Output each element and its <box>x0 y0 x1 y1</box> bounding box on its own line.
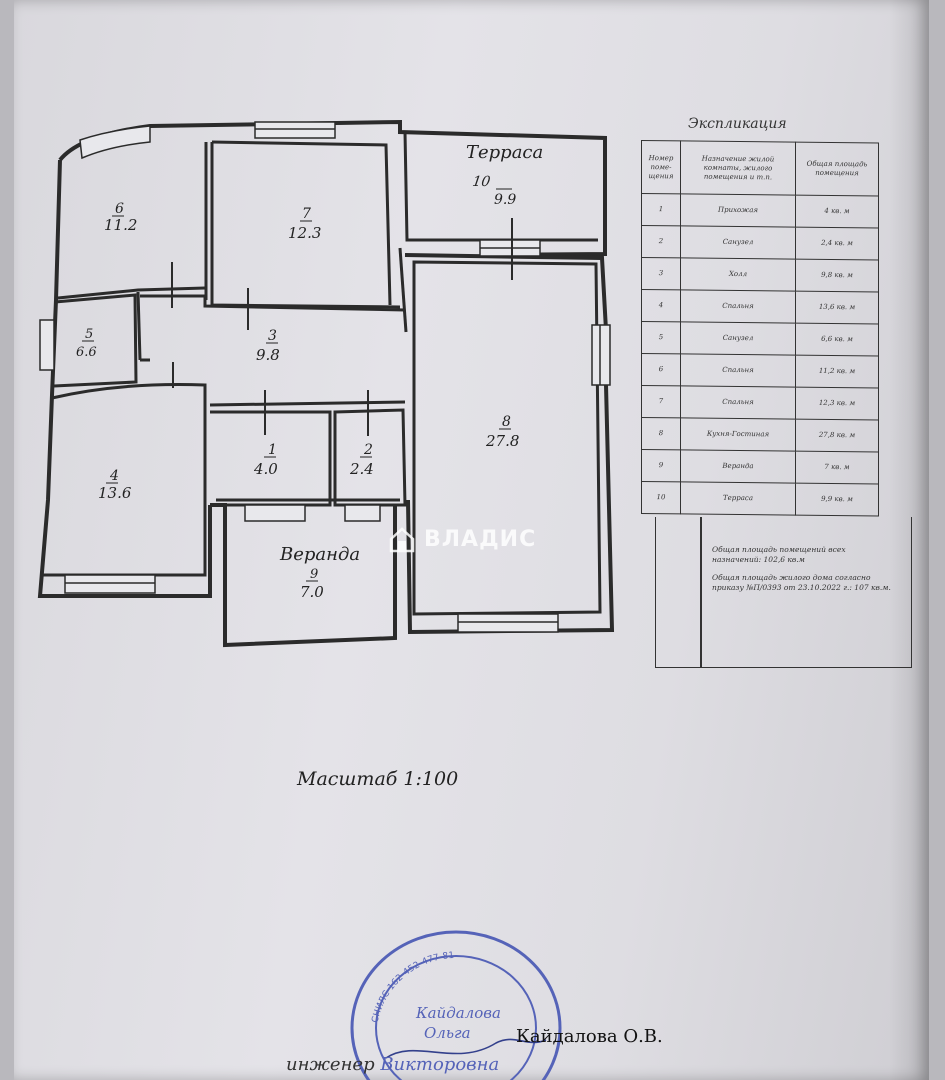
room-10-area: 9.9 <box>494 192 516 208</box>
round-stamp: СНИЛС 162-452-477-81 Кайдалова Ольга <box>350 930 562 1080</box>
row-area: 6,6 кв. м <box>795 323 879 356</box>
windows <box>39 121 611 633</box>
room-1-number: 1 <box>268 442 277 458</box>
explication-header-row: Номер поме-щения Назначение жилой комнат… <box>641 140 879 196</box>
room-10-name: Терраса <box>466 142 543 163</box>
row-name: Санузел <box>680 225 796 260</box>
room-3-area: 9.8 <box>256 346 280 364</box>
explication-title: Экспликация <box>688 116 787 132</box>
row-area: 27,8 кв. м <box>795 419 879 452</box>
row-area: 2,4 кв. м <box>795 227 879 260</box>
row-name: Спальня <box>680 353 796 388</box>
sheet-edge-shadow <box>889 0 929 1080</box>
summary-house-area: Общая площадь жилого дома согласно прика… <box>712 573 891 592</box>
summary-divider <box>700 517 702 667</box>
signature-name: Кайдалова О.В. <box>516 1026 663 1047</box>
room-2-area: 2.4 <box>349 460 374 478</box>
room-1-area: 4.0 <box>253 460 278 478</box>
row-name: Терраса <box>680 481 796 516</box>
row-name: Прихожая <box>680 193 796 228</box>
row-area: 7 кв. м <box>795 451 879 484</box>
room-2-number: 2 <box>363 442 373 458</box>
doors <box>171 218 513 436</box>
room-5-area: 6.6 <box>76 345 97 360</box>
header-purpose: Назначение жилой комнаты, жилого помещен… <box>680 140 796 196</box>
explication-table: Номер поме-щения Назначение жилой комнат… <box>641 140 879 516</box>
row-name: Спальня <box>680 289 796 324</box>
row-number: 4 <box>641 289 681 322</box>
room-9-area: 7.0 <box>300 583 324 601</box>
room-10-number: 10 <box>471 174 491 190</box>
header-area: Общая площадь помещения <box>795 142 879 196</box>
engineer-handwritten: Викторовна <box>380 1054 500 1075</box>
row-number: 7 <box>641 385 681 418</box>
header-number: Номер поме-щения <box>641 140 681 194</box>
room-7-area: 12.3 <box>288 224 321 242</box>
row-area: 11,2 кв. м <box>795 355 879 388</box>
room-6-number: 6 <box>115 201 124 217</box>
engineer-line: инженер Викторовна <box>286 1054 499 1075</box>
row-number: 9 <box>641 449 681 482</box>
room-4-number: 4 <box>109 468 119 484</box>
stamp-first-name: Ольга <box>424 1024 471 1042</box>
row-area: 13,6 кв. м <box>795 291 879 324</box>
room-9-name: Веранда <box>279 544 360 565</box>
row-number: 2 <box>641 225 681 258</box>
house-logo-icon <box>389 527 415 553</box>
row-name: Веранда <box>680 449 796 484</box>
row-name: Холл <box>680 257 796 292</box>
row-number: 3 <box>641 257 681 290</box>
room-9-number: 9 <box>310 567 318 582</box>
room-7-number: 7 <box>302 206 311 222</box>
room-8-number: 8 <box>502 414 511 430</box>
room-5-number: 5 <box>85 327 93 342</box>
room-8-area: 27.8 <box>485 432 519 450</box>
stamp-surname: Кайдалова <box>415 1004 501 1022</box>
scale-label: Масштаб 1:100 <box>297 768 459 790</box>
row-area: 4 кв. м <box>795 195 879 228</box>
summary-total-area: Общая площадь помещений всех назначений:… <box>712 545 846 564</box>
room-3-number: 3 <box>268 328 277 344</box>
engineer-role: инженер <box>286 1054 375 1075</box>
row-name: Санузел <box>680 321 796 356</box>
document-sheet <box>14 0 929 1080</box>
row-number: 8 <box>641 417 681 450</box>
room-labels: Терраса 10 9.9 7 12.3 6 11.2 5 6.6 3 9.8… <box>76 142 543 601</box>
watermark-text: ВЛАДИС <box>424 527 537 552</box>
room-6-area: 11.2 <box>104 216 137 234</box>
row-name: Кухня-Гостиная <box>680 417 796 452</box>
watermark: ВЛАДИС <box>388 526 536 554</box>
row-number: 1 <box>641 193 681 226</box>
row-number: 5 <box>641 321 681 354</box>
explication-summary: Общая площадь помещений всех назначений:… <box>655 517 912 668</box>
row-area: 9,9 кв. м <box>795 483 879 516</box>
row-number: 10 <box>641 481 681 514</box>
room-4-area: 13.6 <box>98 484 132 502</box>
row-area: 12,3 кв. м <box>795 387 879 420</box>
row-area: 9,8 кв. м <box>795 259 879 292</box>
row-name: Спальня <box>680 385 796 420</box>
row-number: 6 <box>641 353 681 386</box>
